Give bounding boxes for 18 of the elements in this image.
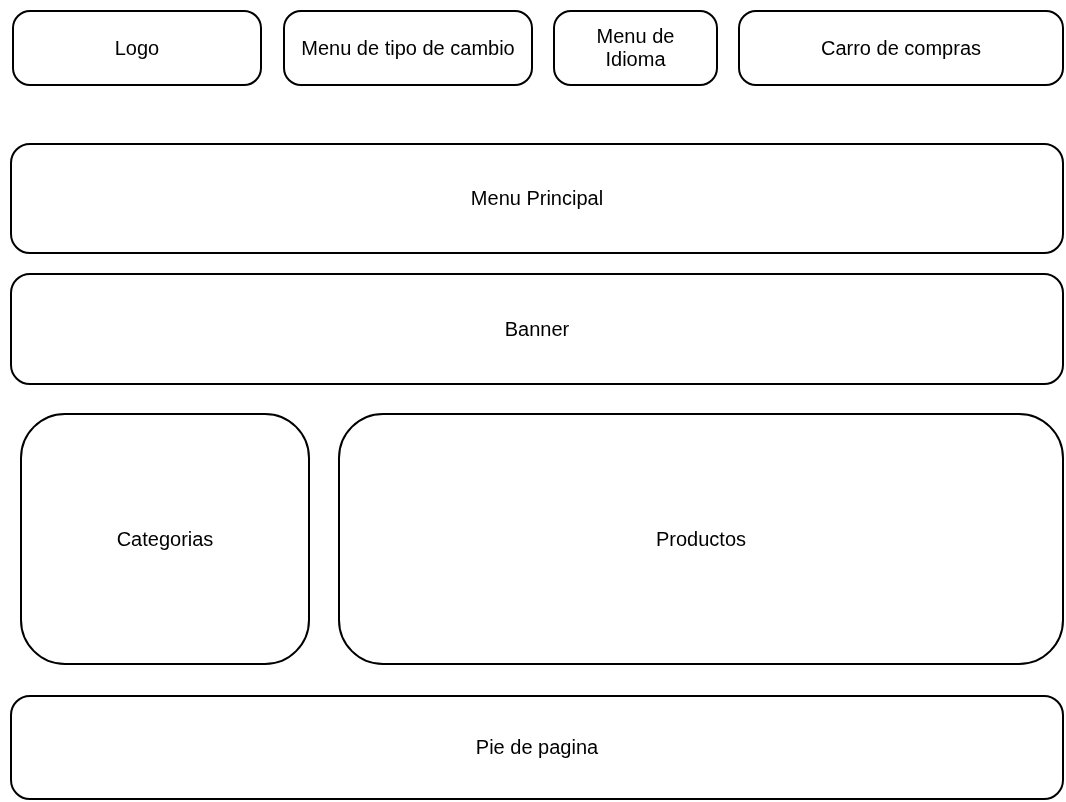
layout-section-box (10, 695, 1064, 800)
section-label: Productos (655, 527, 747, 551)
layout-section-box (738, 10, 1064, 86)
section-label: Pie de pagina (475, 736, 599, 759)
section-label: Logo (114, 36, 160, 60)
section-label: Banner (504, 317, 570, 341)
layout-section-box (20, 413, 310, 665)
layout-section-box (553, 10, 718, 86)
section-label: Menu Principal (470, 187, 604, 210)
layout-section-box (10, 143, 1064, 254)
layout-section-box (338, 413, 1064, 665)
section-label: Carro de compras (820, 36, 982, 60)
layout-section-box (283, 10, 533, 86)
layout-section-box (12, 10, 262, 86)
section-label: Menu de Idioma (595, 25, 676, 71)
section-label: Menu de tipo de cambio (301, 36, 515, 60)
layout-section-box (10, 273, 1064, 385)
section-label: Categorias (116, 527, 214, 551)
